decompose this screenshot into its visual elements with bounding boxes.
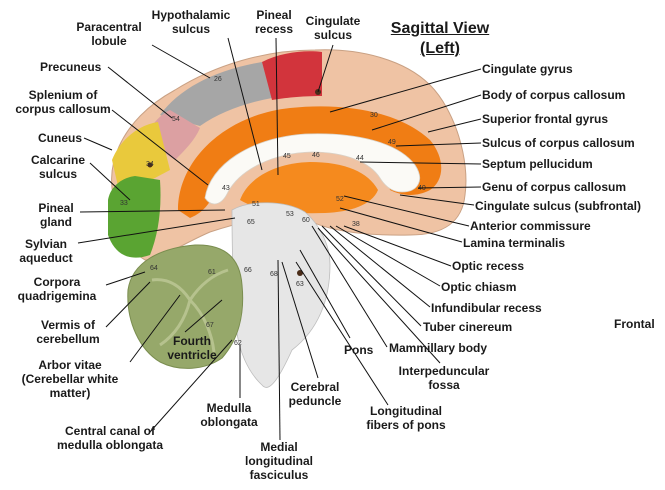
model-number: 40 (418, 185, 426, 192)
model-number: 67 (206, 322, 214, 329)
model-number: 63 (296, 281, 304, 288)
label-cingulate-sulcus-subfrontal: Cingulate sulcus (subfrontal) (475, 199, 641, 213)
label-body-corpus-callosum: Body of corpus callosum (482, 88, 625, 102)
model-number: 51 (252, 201, 260, 208)
leader-line (322, 226, 421, 326)
label-cingulate-sulcus: Cingulate sulcus (301, 14, 365, 42)
model-number: 68 (270, 271, 278, 278)
model-number: 33 (120, 200, 128, 207)
label-optic-recess: Optic recess (452, 259, 524, 273)
label-arbor-vitae: Arbor vitae (Cerebellar white matter) (10, 358, 130, 400)
label-fourth-ventricle: Fourth ventricle (162, 334, 222, 362)
model-number: 61 (208, 269, 216, 276)
model-number: 53 (286, 211, 294, 218)
label-lamina-terminalis: Lamina terminalis (463, 236, 565, 250)
model-number: 44 (356, 155, 364, 162)
model-number: 34 (146, 161, 154, 168)
label-mammillary-body: Mammillary body (389, 341, 487, 355)
label-paracentral-lobule: Paracentral lobule (64, 20, 154, 48)
label-medulla-oblongata: Medulla oblongata (196, 401, 262, 429)
label-precuneus: Precuneus (40, 60, 101, 74)
diagram-title: Sagittal View (Left) (381, 19, 499, 59)
label-tuber-cinereum: Tuber cinereum (423, 320, 512, 334)
label-optic-chiasm: Optic chiasm (441, 280, 516, 294)
model-number: 54 (172, 116, 180, 123)
label-longitudinal-fibers: Longitudinal fibers of pons (360, 404, 452, 432)
model-number: 66 (244, 267, 252, 274)
label-medial-longitudinal-fasciculus: Medial longitudinal fasciculus (236, 440, 322, 482)
label-frontal-orientation: Frontal (614, 317, 655, 331)
model-number: 46 (312, 152, 320, 159)
label-central-canal: Central canal of medulla oblongata (48, 424, 172, 452)
label-superior-frontal-gyrus: Superior frontal gyrus (482, 112, 608, 126)
model-number: 26 (214, 76, 222, 83)
model-number: 52 (336, 196, 344, 203)
model-number: 49 (388, 139, 396, 146)
label-genu: Genu of corpus callosum (482, 180, 626, 194)
label-corpora-quadrigemina: Corpora quadrigemina (8, 275, 106, 303)
calcarine-region (108, 176, 161, 258)
model-number: 30 (370, 112, 378, 119)
label-sylvian-aqueduct: Sylvian aqueduct (12, 237, 80, 265)
model-number: 43 (222, 185, 230, 192)
label-interpeduncular-fossa: Interpeduncular fossa (392, 364, 496, 392)
label-pons: Pons (344, 343, 373, 357)
model-number: 45 (283, 153, 291, 160)
label-cuneus: Cuneus (38, 131, 82, 145)
leader-line (330, 226, 430, 307)
label-splenium: Splenium of corpus callosum (8, 88, 118, 116)
leader-line (84, 138, 112, 150)
label-cerebral-peduncle: Cerebral peduncle (282, 380, 348, 408)
label-pineal-recess: Pineal recess (249, 8, 299, 36)
label-septum-pellucidum: Septum pellucidum (482, 157, 593, 171)
label-vermis: Vermis of cerebellum (30, 318, 106, 346)
leader-line (152, 45, 210, 78)
model-number: 60 (302, 217, 310, 224)
model-number: 62 (234, 340, 242, 347)
label-sulcus-corpus-callosum: Sulcus of corpus callosum (482, 136, 635, 150)
model-number: 64 (150, 265, 158, 272)
label-pineal-gland: Pineal gland (30, 201, 82, 229)
label-hypothalamic-sulcus: Hypothalamic sulcus (146, 8, 236, 36)
model-number: 38 (352, 221, 360, 228)
model-number: 65 (247, 219, 255, 226)
red-region (262, 51, 322, 100)
label-anterior-commissure: Anterior commissure (470, 219, 591, 233)
label-cingulate-gyrus: Cingulate gyrus (482, 62, 573, 76)
label-calcarine-sulcus: Calcarine sulcus (26, 153, 90, 181)
label-infundibular-recess: Infundibular recess (431, 301, 542, 315)
